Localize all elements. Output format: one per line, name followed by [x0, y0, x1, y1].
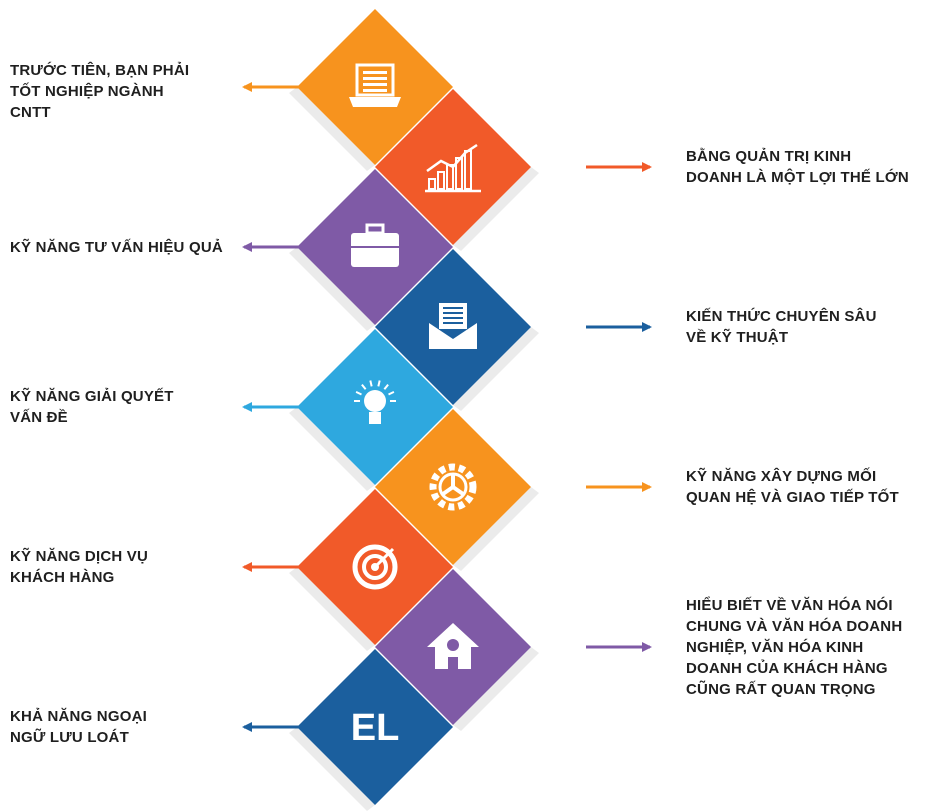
step-label-line: VẤN ĐỀ: [10, 409, 68, 426]
step-label-7: KỸ NĂNG DỊCH VỤ KHÁCH HÀNG: [10, 546, 148, 588]
step-label-line: DOANH CỦA KHÁCH HÀNG: [686, 659, 888, 677]
step-label-line: KỸ NĂNG XÂY DỰNG MỐI: [686, 468, 877, 485]
house-icon: [427, 623, 479, 669]
bar-chart-icon: [425, 143, 481, 193]
step-label-2: BẰNG QUẢN TRỊ KINH DOANH LÀ MỘT LỢI THẾ L…: [686, 146, 909, 188]
gear-icon: [429, 463, 477, 511]
target-icon: [352, 544, 398, 590]
laptop-document-icon: [349, 63, 401, 107]
step-diamond-1: [297, 9, 453, 165]
step-label-line: KỸ NĂNG TƯ VẤN HIỆU QUẢ: [10, 238, 223, 256]
step-label-line: NGHIỆP, VĂN HÓA KINH: [686, 638, 864, 656]
step-label-6: KỸ NĂNG XÂY DỰNG MỐI QUAN HỆ VÀ GIAO TIẾP…: [686, 466, 899, 508]
step-label-line: TRƯỚC TIÊN, BẠN PHẢI: [10, 61, 190, 79]
step-label-9: KHẢ NĂNG NGOẠI NGỮ LƯU LOÁT: [10, 706, 147, 748]
el-text-icon: EL: [351, 707, 400, 749]
lightbulb-icon: [354, 380, 396, 424]
step-label-line: KIẾN THỨC CHUYÊN SÂU: [686, 308, 877, 325]
step-label-line: DOANH LÀ MỘT LỢI THẾ LỚN: [686, 169, 909, 186]
step-label-3: KỸ NĂNG TƯ VẤN HIỆU QUẢ: [10, 237, 223, 258]
step-label-1: TRƯỚC TIÊN, BẠN PHẢI TỐT NGHIỆP NGÀNH CNTT: [10, 60, 189, 123]
step-label-line: CHUNG VÀ VĂN HÓA DOANH: [686, 617, 903, 635]
step-label-line: VỀ KỸ THUẬT: [686, 329, 789, 346]
step-label-line: QUAN HỆ VÀ GIAO TIẾP TỐT: [686, 489, 899, 506]
step-label-line: KHÁCH HÀNG: [10, 569, 115, 586]
step-label-line: BẰNG QUẢN TRỊ KINH: [686, 148, 852, 165]
step-label-line: KỸ NĂNG DỊCH VỤ: [10, 548, 149, 565]
step-label-line: CŨNG RẤT QUAN TRỌNG: [686, 680, 876, 698]
step-label-line: CNTT: [10, 103, 51, 121]
step-label-line: NGỮ LƯU LOÁT: [10, 729, 129, 746]
step-label-line: TỐT NGHIỆP NGÀNH: [10, 82, 164, 100]
mail-document-icon: [429, 303, 477, 349]
step-label-line: KHẢ NĂNG NGOẠI: [10, 708, 147, 725]
step-label-8: HIỂU BIẾT VỀ VĂN HÓA NÓI CHUNG VÀ VĂN HÓA…: [686, 595, 902, 700]
step-label-line: KỸ NĂNG GIẢI QUYẾT: [10, 388, 174, 405]
step-label-4: KIẾN THỨC CHUYÊN SÂU VỀ KỸ THUẬT: [686, 306, 877, 348]
step-diamond-9: [297, 649, 453, 805]
briefcase-icon: [351, 223, 399, 267]
step-label-5: KỸ NĂNG GIẢI QUYẾT VẤN ĐỀ: [10, 386, 174, 428]
svg-text:EL: EL: [351, 707, 400, 749]
step-label-line: HIỂU BIẾT VỀ VĂN HÓA NÓI: [686, 596, 893, 614]
